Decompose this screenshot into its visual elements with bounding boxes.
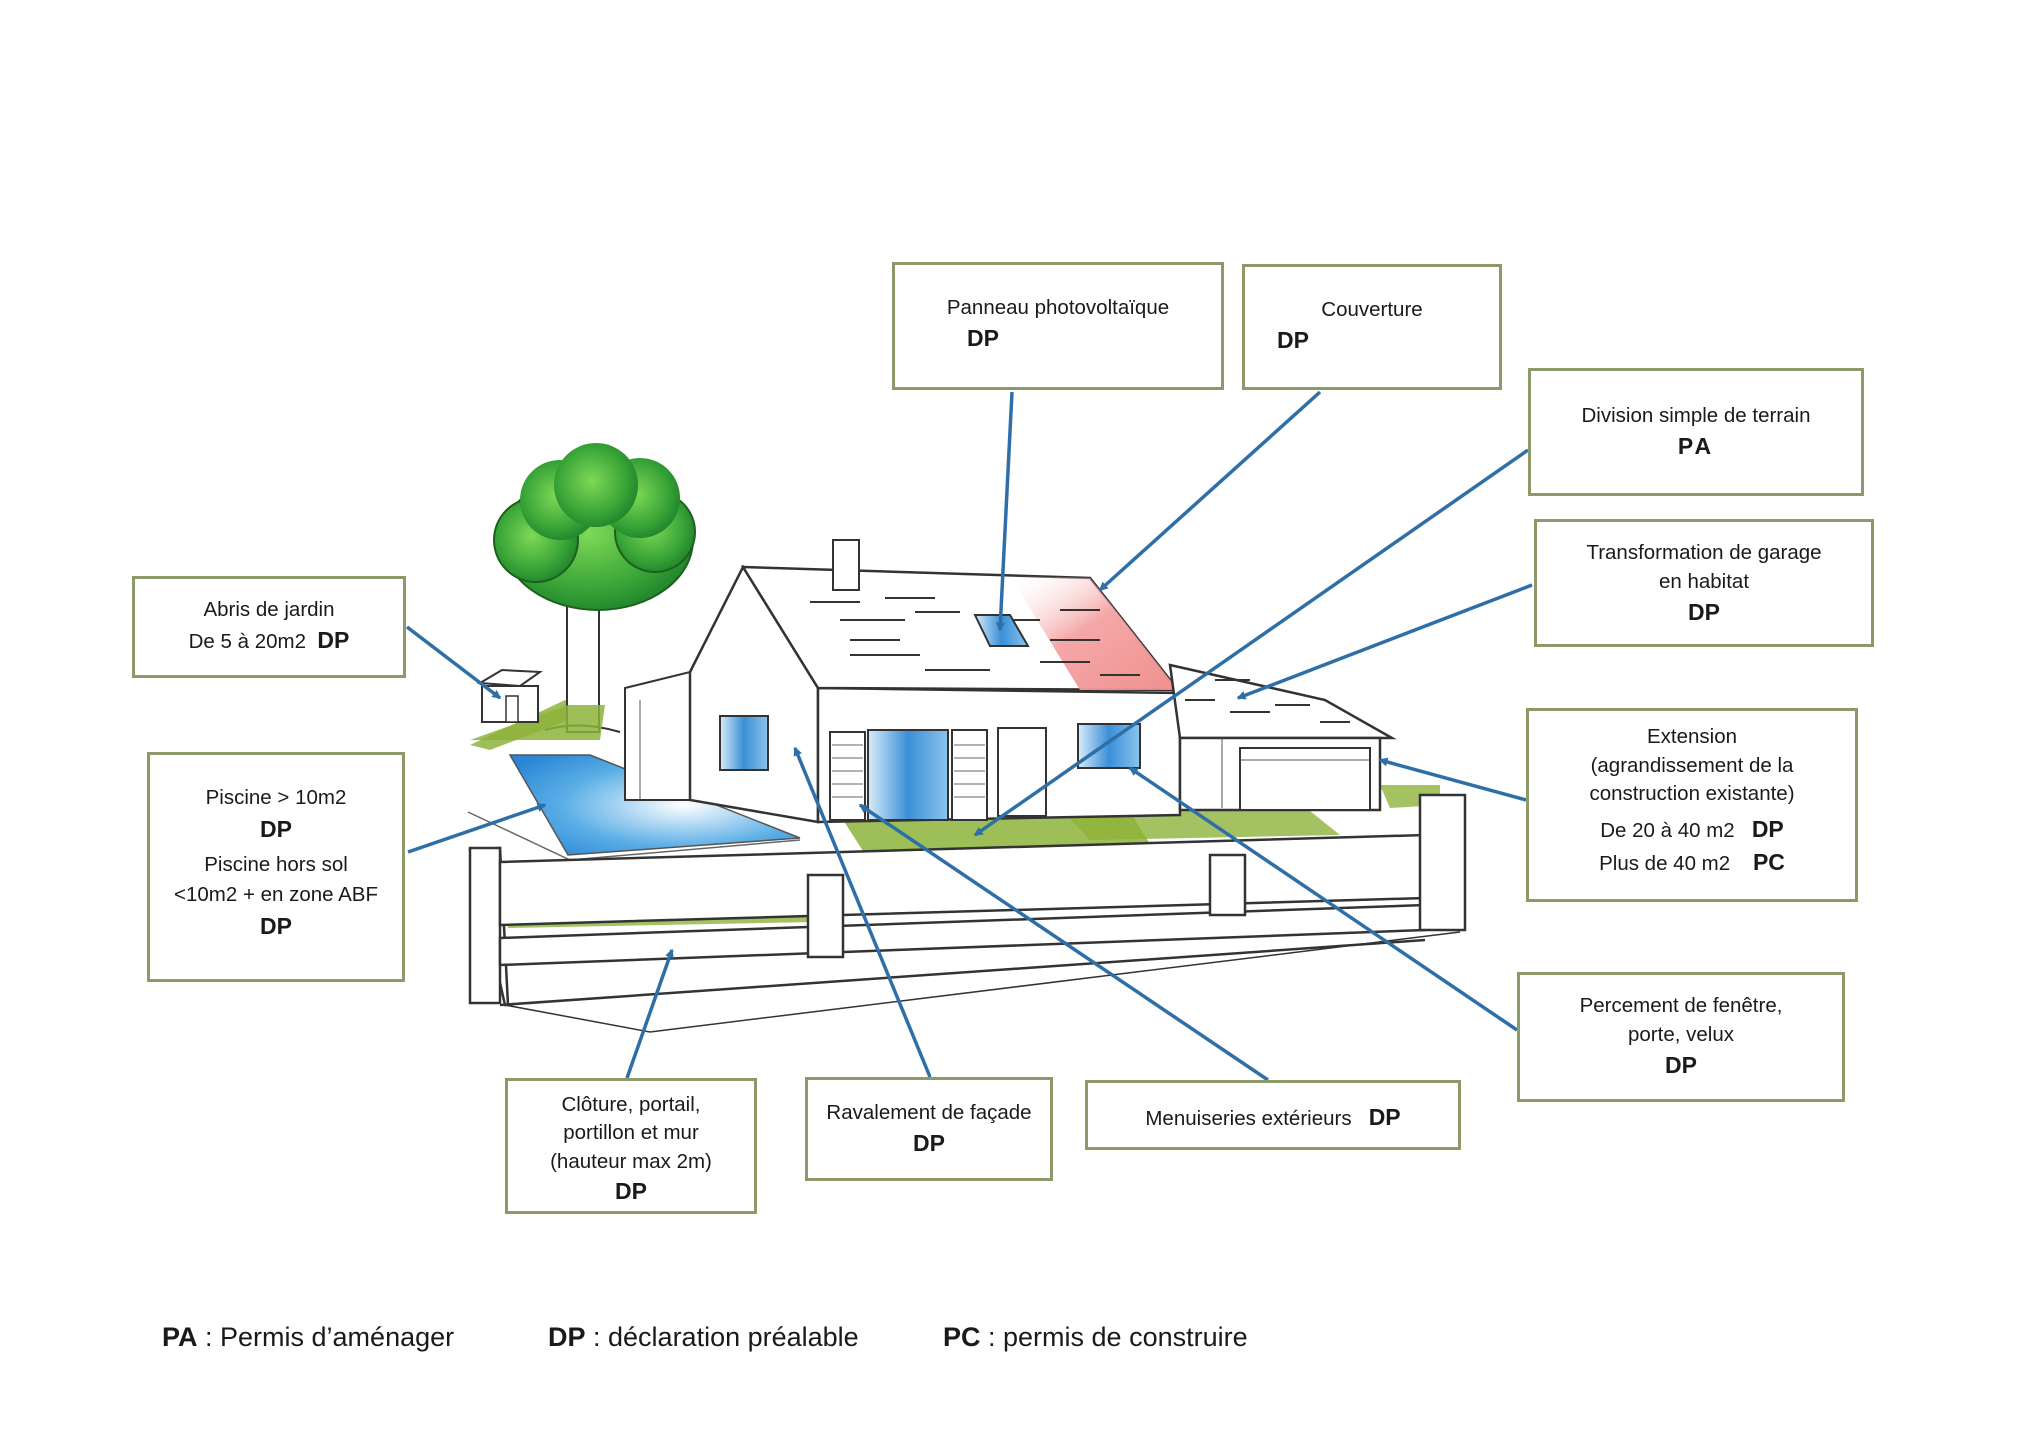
label-title-3: (hauteur max 2m) bbox=[550, 1149, 712, 1173]
label-title-2: porte, velux bbox=[1628, 1023, 1734, 1047]
tree bbox=[470, 443, 696, 740]
legend-text: : déclaration préalable bbox=[585, 1322, 859, 1352]
label-title: Percement de fenêtre, bbox=[1579, 994, 1783, 1017]
permit-code: DP bbox=[317, 627, 350, 654]
label-subtitle: (agrandissement de la bbox=[1590, 753, 1794, 777]
label-panneau-photovoltaique: Panneau photovoltaïque DP bbox=[892, 262, 1224, 390]
arrow-couverture bbox=[1098, 390, 1322, 592]
permit-code-2: PC bbox=[1752, 848, 1785, 875]
label-ravalement: Ravalement de façade DP bbox=[805, 1077, 1053, 1181]
garden-shed bbox=[476, 668, 543, 723]
permit-code: DP bbox=[913, 1130, 945, 1157]
arrow-extension bbox=[1378, 757, 1527, 802]
legend-code: PA bbox=[162, 1322, 198, 1352]
label-title-2: portillon et mur bbox=[563, 1121, 699, 1145]
label-abris-jardin: Abris de jardin De 5 à 20m2 DP bbox=[132, 576, 406, 678]
legend-pa: PA : Permis d’aménager bbox=[162, 1322, 454, 1353]
legend-pc: PC : permis de construire bbox=[943, 1322, 1248, 1353]
label-title-3: <10m2 + en zone ABF bbox=[174, 882, 378, 906]
arrow-abris bbox=[405, 625, 502, 700]
permit-code: DP bbox=[615, 1177, 647, 1204]
permit-code: PA bbox=[1677, 433, 1715, 460]
legend-code: PC bbox=[943, 1322, 981, 1352]
label-title: Couverture bbox=[1321, 298, 1423, 321]
permit-code: DP bbox=[967, 325, 999, 352]
label-cloture: Clôture, portail, portillon et mur (haut… bbox=[505, 1078, 757, 1214]
label-title: Ravalement de façade bbox=[826, 1101, 1032, 1124]
label-extension: Extension (agrandissement de la construc… bbox=[1526, 708, 1858, 902]
permit-code: DP bbox=[1688, 599, 1720, 626]
label-piscine: Piscine > 10m2 DP Piscine hors sol <10m2… bbox=[147, 752, 405, 982]
legend-code: DP bbox=[548, 1322, 586, 1352]
legend-dp: DP : déclaration préalable bbox=[548, 1322, 859, 1353]
main-house bbox=[688, 539, 1182, 824]
side-annex bbox=[624, 670, 691, 801]
permit-code-2: DP bbox=[260, 912, 292, 939]
arrow-percement bbox=[1128, 766, 1518, 1032]
permit-code: DP bbox=[1368, 1104, 1401, 1130]
arrow-panneau bbox=[995, 391, 1014, 632]
arrow-piscine bbox=[407, 803, 547, 854]
label-range-1: De 20 à 40 m2 bbox=[1600, 819, 1735, 843]
label-title-2: en habitat bbox=[1658, 570, 1750, 594]
arrow-cloture bbox=[625, 948, 674, 1079]
permit-code: DP bbox=[1665, 1052, 1697, 1079]
label-subtitle-2: construction existante) bbox=[1589, 782, 1795, 806]
label-title-2: Piscine hors sol bbox=[204, 853, 348, 877]
legend-text: : permis de construire bbox=[980, 1322, 1248, 1352]
garage bbox=[1168, 663, 1397, 812]
label-division-terrain: Division simple de terrain PA bbox=[1528, 368, 1864, 496]
permit-code-1: DP bbox=[1751, 816, 1784, 843]
pointer-arrows bbox=[405, 390, 1533, 1082]
permit-code: DP bbox=[260, 815, 292, 842]
label-title: Division simple de terrain bbox=[1581, 404, 1811, 427]
label-menuiseries: Menuiseries extérieurs DP bbox=[1085, 1080, 1461, 1150]
label-couverture: Couverture DP bbox=[1242, 264, 1502, 390]
label-title: Clôture, portail, bbox=[561, 1093, 701, 1116]
label-title: Panneau photovoltaïque bbox=[946, 296, 1170, 319]
label-title: Piscine > 10m2 bbox=[205, 786, 347, 809]
arrow-menuiseries bbox=[858, 803, 1269, 1082]
legend-text: : Permis d’aménager bbox=[197, 1322, 455, 1352]
arrow-ravalement bbox=[793, 746, 932, 1078]
label-range-2: Plus de 40 m2 bbox=[1599, 851, 1731, 875]
label-transformation-garage: Transformation de garage en habitat DP bbox=[1534, 519, 1874, 647]
label-title: Menuiseries extérieurs bbox=[1145, 1107, 1352, 1130]
permit-code: DP bbox=[1277, 327, 1309, 354]
arrow-division bbox=[973, 448, 1529, 837]
label-title: Transformation de garage bbox=[1586, 541, 1822, 564]
label-title: Abris de jardin bbox=[203, 598, 335, 621]
label-title: Extension bbox=[1646, 725, 1738, 748]
label-percement: Percement de fenêtre, porte, velux DP bbox=[1517, 972, 1845, 1102]
arrow-garage bbox=[1236, 583, 1533, 700]
fence bbox=[468, 793, 1467, 1033]
label-detail: De 5 à 20m2 bbox=[188, 630, 306, 654]
